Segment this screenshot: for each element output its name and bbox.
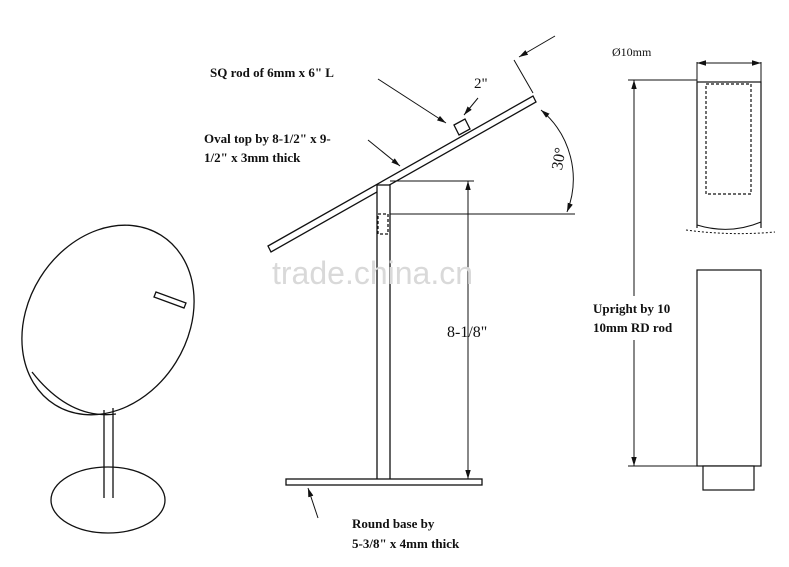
- height-dimension: 8-1/8": [447, 324, 487, 341]
- sq-rod-label: SQ rod of 6mm x 6" L: [210, 65, 334, 80]
- perspective-base: [50, 466, 166, 534]
- angle-arc: [540, 109, 574, 213]
- upright-label-line1: Upright by 10: [593, 301, 670, 316]
- detail-lower-rod: [696, 269, 762, 467]
- upright-label-line2: 10mm RD rod: [593, 320, 673, 335]
- detail-socket: [705, 83, 752, 195]
- round-base-label-line2: 5-3/8" x 4mm thick: [352, 536, 460, 551]
- detail-upper-rod: [696, 81, 762, 228]
- side-base: [285, 478, 483, 486]
- perspective-oval-edge: [31, 371, 117, 416]
- round-base-label-line1: Round base by: [352, 516, 435, 531]
- perspective-oval-top: [21, 224, 195, 416]
- rod-offset-dimension: 2": [474, 76, 488, 92]
- detail-view: [628, 60, 776, 491]
- sq-rod-leader: [377, 78, 447, 124]
- perspective-sq-rod: [153, 291, 187, 309]
- oval-top-leader: [367, 139, 401, 167]
- side-view: [267, 35, 575, 519]
- oval-top-label-line2: 1/2" x 3mm thick: [204, 150, 301, 165]
- watermark-text: trade.china.cn: [272, 255, 473, 291]
- perspective-view: [21, 224, 195, 534]
- diameter-dimension: Ø10mm: [612, 45, 652, 59]
- side-sq-rod: [453, 118, 471, 136]
- side-oval-top: [267, 95, 537, 253]
- tilt-angle-dimension: 30°: [549, 146, 570, 171]
- oval-top-label-line1: Oval top by 8-1/2" x 9-: [204, 131, 331, 146]
- detail-lower-tip: [702, 465, 755, 491]
- side-upright-socket: [377, 213, 389, 235]
- round-base-leader: [307, 487, 319, 519]
